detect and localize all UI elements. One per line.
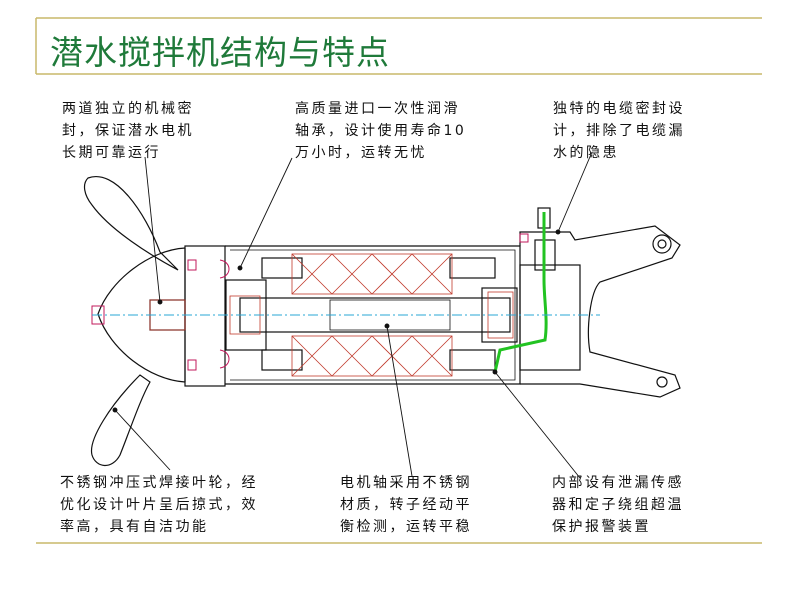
leader-cable bbox=[557, 151, 593, 233]
front-flange bbox=[184, 245, 226, 387]
annotation-shaft: 电机轴采用不锈钢 材质，转子经动平 衡检测，运转平稳 bbox=[340, 475, 472, 535]
slide-title: 潜水搅拌机结构与特点 bbox=[50, 33, 390, 72]
annotation-protection: 内部设有泄漏传感 器和定子绕组超温 保护报警装置 bbox=[552, 475, 684, 535]
stator-windings bbox=[149, 253, 514, 377]
power-cable bbox=[493, 212, 548, 373]
hub-cone bbox=[97, 247, 186, 383]
annotation-bearing: 高质量进口一次性润滑 轴承，设计使用寿命10 万小时，运转无忧 bbox=[295, 101, 467, 161]
leader-protection bbox=[494, 371, 581, 479]
impeller-blade-bottom bbox=[90, 374, 151, 467]
annotation-cable: 独特的电缆密封设 计，排除了电缆漏 水的隐患 bbox=[553, 101, 685, 161]
leader-shaft bbox=[386, 325, 413, 477]
rear-eyelet-top bbox=[652, 234, 672, 254]
rear-eyelet-bottom bbox=[656, 376, 668, 388]
leader-impeller bbox=[114, 409, 171, 471]
impeller-blade-top bbox=[83, 175, 179, 271]
leader-seals bbox=[144, 156, 161, 303]
rear-housing bbox=[519, 225, 681, 398]
annotation-impeller: 不锈钢冲压式焊接叶轮，经 优化设计叶片呈后掠式，效 率高，具有自洁功能 bbox=[60, 475, 258, 535]
annotation-seals: 两道独立的机械密 封，保证潜水电机 长期可靠运行 bbox=[62, 101, 194, 161]
leader-bearing bbox=[239, 157, 293, 269]
